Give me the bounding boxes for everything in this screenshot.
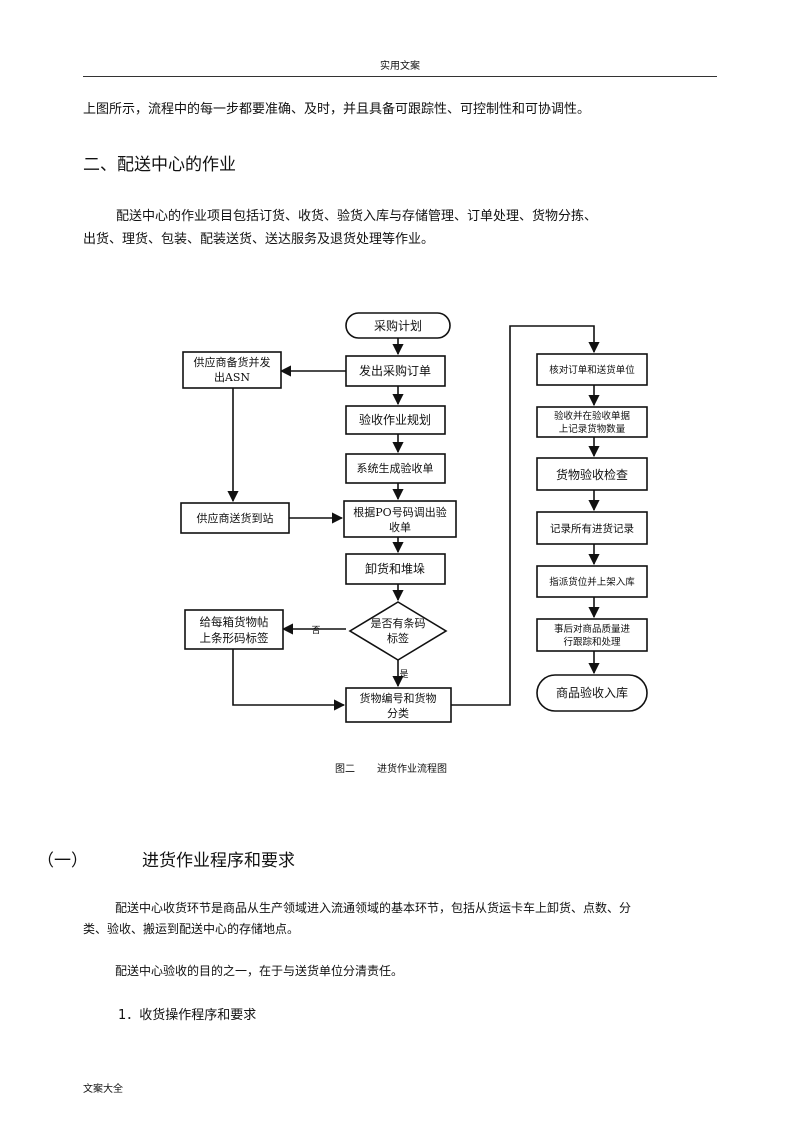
- node-shelve: [536, 565, 648, 598]
- node-classify-label-2: 分类: [387, 706, 409, 720]
- figure-caption-title: 进货作业流程图: [377, 764, 447, 775]
- subsection-para-1-line-1: 配送中心收货环节是商品从生产领域进入流通领域的基本环节，包括从货运卡车上卸货、点…: [115, 901, 632, 915]
- node-barcode: [184, 609, 284, 650]
- node-classify: [345, 687, 452, 723]
- node-check-delivery: [536, 353, 648, 386]
- node-supplier-prep-label-1: 供应商备货并发: [194, 355, 271, 369]
- node-record-quantity-label-2: 上记录货物数量: [559, 423, 626, 435]
- node-retrieve-label-1: 根据PO号码调出验: [353, 505, 446, 519]
- node-followup-label-1: 事后对商品质量进: [554, 623, 631, 635]
- node-retrieve: [343, 500, 457, 538]
- node-retrieve-label-2: 收单: [389, 520, 411, 534]
- section-heading: 二、配送中心的作业: [83, 155, 236, 175]
- node-supplier-prep: [182, 351, 282, 389]
- edge-label-yes: 是: [399, 669, 408, 680]
- node-plan: [345, 405, 446, 435]
- node-unload-label: 卸货和堆垛: [365, 561, 425, 576]
- numbered-item-1: 1．收货操作程序和要求: [118, 1008, 257, 1023]
- edge-label-no: 否: [311, 625, 320, 636]
- node-supplier-arrive: [180, 502, 290, 534]
- node-end: [536, 674, 648, 712]
- subsection-para-1-line-2: 类、验收、搬运到配送中心的存储地点。: [83, 922, 300, 936]
- node-supplier-arrive-label: 供应商送货到站: [197, 511, 274, 525]
- node-order-label: 发出采购订单: [359, 363, 431, 378]
- node-gen-receipt-label: 系统生成验收单: [357, 461, 434, 475]
- figure-caption-label: 图二: [335, 764, 355, 775]
- node-classify-label-1: 货物编号和货物: [360, 691, 437, 705]
- node-unload: [345, 553, 446, 585]
- node-gen-receipt: [345, 453, 446, 484]
- node-record-all-label: 记录所有进货记录: [550, 522, 634, 535]
- page-footer: 文案大全: [83, 1084, 123, 1095]
- intro-paragraph: 上图所示，流程中的每一步都要准确、及时，并且具备可跟踪性、可控制性和可协调性。: [83, 102, 591, 117]
- node-start-label: 采购计划: [374, 318, 422, 333]
- node-shelve-label: 指派货位并上架入库: [549, 576, 635, 588]
- node-record-all: [536, 511, 648, 545]
- page-header-title: 实用文案: [380, 61, 420, 72]
- section-body-line-2: 出货、理货、包装、配装送货、送达服务及退货处理等作业。: [83, 232, 435, 247]
- node-record-quantity-label-1: 验收并在验收单据: [554, 410, 631, 422]
- subsection-para-2: 配送中心验收的目的之一，在于与送货单位分清责任。: [115, 964, 404, 978]
- node-decision-label-2: 标签: [387, 631, 409, 645]
- header-divider: [83, 76, 717, 77]
- node-start: [345, 312, 451, 339]
- node-end-label: 商品验收入库: [556, 685, 628, 700]
- node-order: [345, 355, 446, 387]
- subsection-title: 进货作业程序和要求: [142, 851, 295, 871]
- node-decision-label-1: 是否有条码: [371, 616, 426, 630]
- node-supplier-prep-label-2: 出ASN: [214, 370, 250, 384]
- node-followup: [536, 618, 648, 652]
- node-plan-label: 验收作业规划: [359, 412, 431, 427]
- node-check-delivery-label: 核对订单和送货单位: [549, 364, 635, 376]
- node-decision: [348, 601, 448, 661]
- node-inspect: [536, 457, 648, 491]
- node-barcode-label-2: 上条形码标签: [200, 631, 269, 645]
- node-barcode-label-1: 给每箱货物帖: [200, 615, 269, 629]
- node-record-quantity: [536, 406, 648, 438]
- node-followup-label-2: 行跟踪和处理: [563, 636, 621, 648]
- subsection-number: （一）: [37, 851, 88, 871]
- section-body-line-1: 配送中心的作业项目包括订货、收货、验货入库与存储管理、订单处理、货物分拣、: [116, 209, 598, 224]
- node-inspect-label: 货物验收检查: [556, 467, 628, 482]
